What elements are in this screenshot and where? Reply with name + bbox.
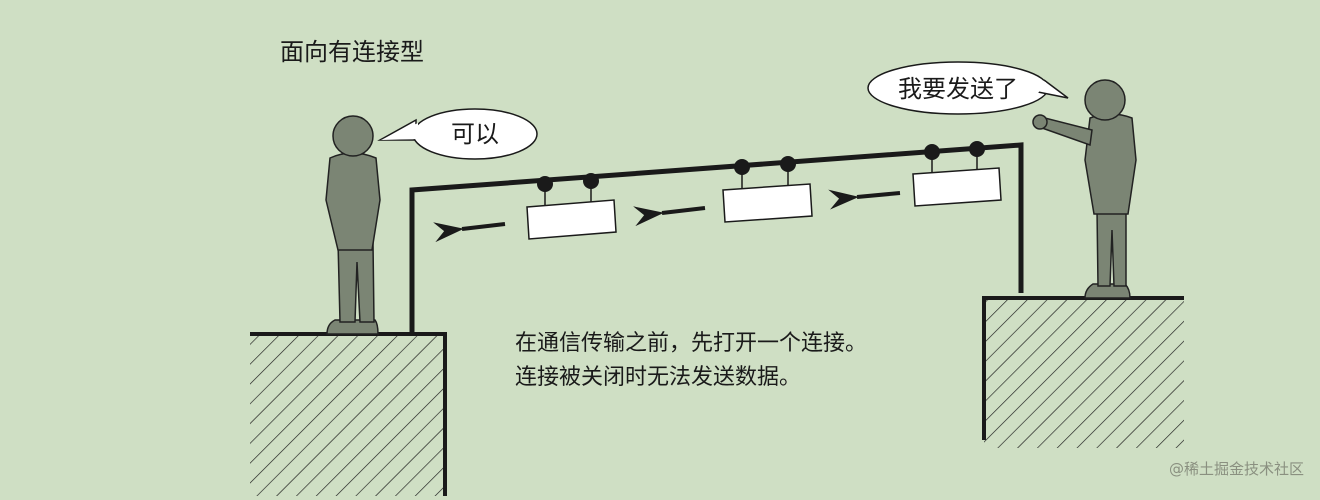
left-speech-text: 可以 [451,120,499,148]
right-speech-bubble: 我要发送了 [867,61,1069,115]
data-packet-2 [722,156,813,223]
right-speech-text: 我要发送了 [898,75,1018,103]
arrow-left-2 [633,206,706,227]
right-person [1032,79,1137,299]
left-person [325,115,381,335]
watermark: @稀土掘金技术社区 [1169,460,1304,478]
connection-line [409,142,1024,334]
caption-line-2: 连接被关闭时无法发送数据。 [515,365,801,390]
left-cliff [250,332,447,500]
arrow-left-1 [433,222,506,243]
data-packet-1 [526,173,617,240]
left-speech-bubble: 可以 [377,108,538,160]
data-packet-3 [912,141,1002,207]
right-cliff [982,296,1184,448]
diagram-title: 面向有连接型 [280,38,424,66]
caption-line-1: 在通信传输之前，先打开一个连接。 [515,331,867,356]
arrow-left-3 [828,189,901,210]
